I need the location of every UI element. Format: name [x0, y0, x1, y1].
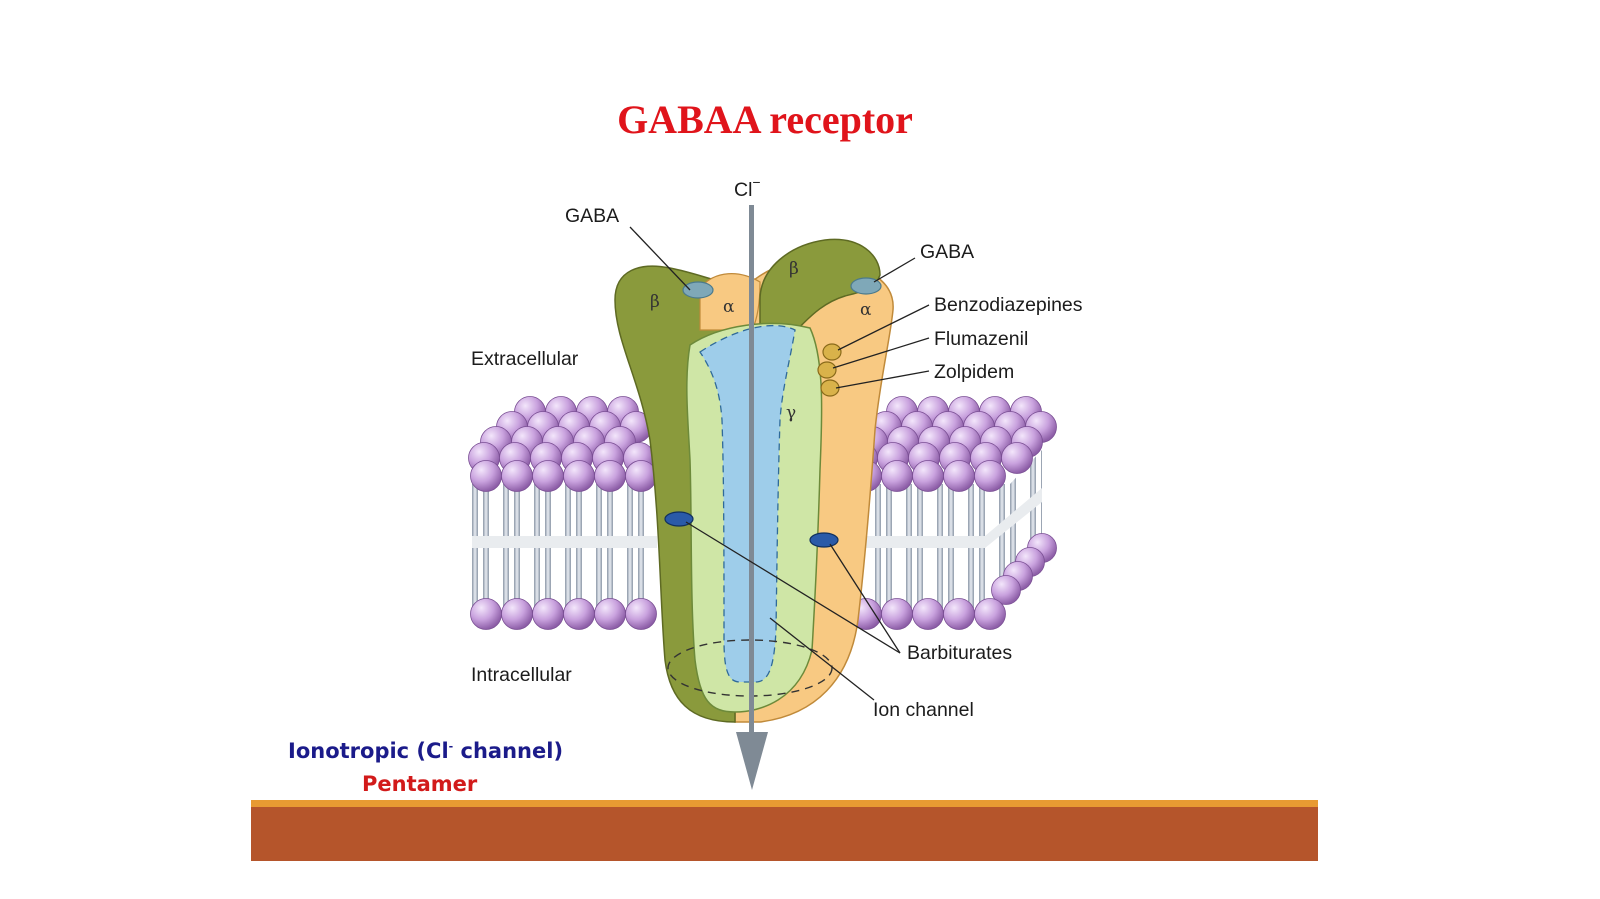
gaba-label-left: GABA — [565, 205, 619, 227]
lipid-head — [470, 460, 502, 492]
lipid-head — [943, 598, 975, 630]
ion-channel-pore — [699, 324, 796, 683]
lipid-head — [501, 598, 533, 630]
slide-title: GABAA receptor — [617, 97, 913, 142]
footer-bar — [251, 800, 1318, 861]
chloride-symbol: Cl — [734, 179, 752, 201]
caption-ionotropic-suffix: channel) — [453, 739, 564, 763]
lipid-head — [563, 460, 595, 492]
chloride-flow-arrow — [736, 205, 768, 790]
extracellular-label: Extracellular — [471, 348, 579, 370]
lipid-head — [532, 598, 564, 630]
flumazenil-site — [817, 361, 837, 379]
flumazenil-label: Flumazenil — [934, 328, 1028, 350]
lipid-head — [912, 460, 944, 492]
beta-label-right: β — [789, 259, 799, 279]
benzodiazepines-label: Benzodiazepines — [934, 294, 1083, 316]
barbiturate-site-right — [809, 532, 839, 548]
lipid-heads-left — [468, 396, 657, 630]
lipid-head — [594, 598, 626, 630]
ion-channel-label: Ion channel — [873, 699, 974, 721]
caption-ionotropic-charge: - — [448, 740, 454, 753]
chloride-charge: − — [752, 174, 760, 190]
lipid-head — [912, 598, 944, 630]
lipid-head — [532, 460, 564, 492]
chloride-ion-label: Cl− — [734, 174, 761, 201]
leader-lines — [629, 226, 930, 701]
footer-accent-line — [251, 800, 1318, 807]
caption-pentamer: Pentamer — [362, 772, 478, 796]
lipid-head — [974, 460, 1006, 492]
gaba-label-right: GABA — [920, 241, 974, 263]
beta-label-left: β — [650, 292, 660, 312]
intracellular-label: Intracellular — [471, 664, 572, 686]
gaba-site-left — [682, 281, 714, 299]
lipid-head — [974, 598, 1006, 630]
gamma-label: γ — [786, 403, 796, 423]
beta-subunit-right — [759, 238, 881, 331]
barbiturates-label: Barbiturates — [907, 642, 1012, 664]
lipid-head — [625, 598, 657, 630]
lipid-head — [594, 460, 626, 492]
lipid-head — [625, 460, 657, 492]
membrane-midline-right — [850, 488, 1042, 548]
lipid-bilayer-left — [468, 396, 657, 630]
caption-ionotropic-prefix: Ionotropic (Cl — [288, 739, 449, 763]
receptor-body — [614, 238, 894, 723]
membrane-midline-left — [472, 536, 657, 548]
lipid-head — [563, 598, 595, 630]
zolpidem-label: Zolpidem — [934, 361, 1014, 383]
lipid-head — [991, 575, 1021, 605]
caption-ionotropic: Ionotropic (Cl- channel) — [288, 739, 563, 763]
lipid-head — [501, 460, 533, 492]
lipid-heads-right — [846, 396, 1057, 630]
lipid-head — [881, 460, 913, 492]
gaba-site-right — [850, 277, 882, 295]
lipid-head — [943, 460, 975, 492]
lipid-head — [1001, 442, 1033, 474]
alpha-label-left: α — [723, 297, 735, 317]
lipid-bilayer-right — [846, 396, 1057, 630]
lipid-head — [470, 598, 502, 630]
benzodiazepine-site — [822, 343, 842, 361]
lipid-head — [881, 598, 913, 630]
alpha-label-right: α — [860, 300, 872, 320]
